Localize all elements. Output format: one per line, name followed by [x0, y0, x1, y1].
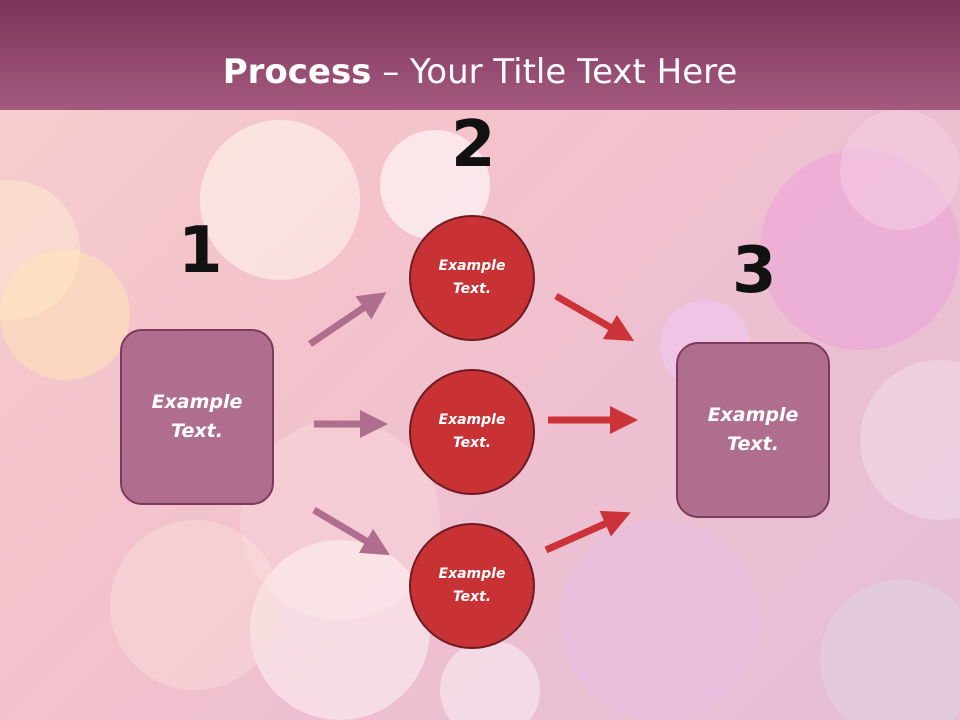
bokeh-light: [440, 640, 540, 720]
step-circle-middle-label: Example Text.: [438, 412, 506, 451]
arrow-from-top-circle: [554, 292, 635, 341]
step-circle-middle: Example Text.: [409, 369, 535, 495]
step-box-1: Example Text.: [120, 329, 274, 505]
bokeh-light: [110, 520, 280, 690]
step-box-1-label: Example Text.: [151, 391, 243, 442]
step-number-2: 2: [451, 108, 496, 182]
bokeh-light: [250, 540, 430, 720]
step-number-3: 3: [732, 234, 777, 308]
bokeh-light: [820, 580, 960, 720]
title-bold-word: Process: [222, 52, 372, 92]
title-bar: [0, 0, 960, 110]
bokeh-light: [0, 250, 130, 380]
bokeh-light: [840, 110, 960, 230]
title-rest: – Your Title Text Here: [371, 52, 738, 92]
step-number-1: 1: [178, 214, 223, 288]
step-circle-bottom-label: Example Text.: [438, 566, 506, 605]
arrow-from-bottom-circle: [544, 510, 631, 554]
arrow-to-top-circle: [308, 292, 387, 347]
step-circle-bottom: Example Text.: [409, 523, 535, 649]
arrow-to-bottom-circle: [312, 506, 391, 556]
page-title: Process – Your Title Text Here: [0, 52, 960, 92]
bokeh-light: [200, 120, 360, 280]
step-circle-top: Example Text.: [409, 215, 535, 341]
bokeh-light: [560, 520, 760, 720]
step-circle-top-label: Example Text.: [438, 258, 506, 297]
step-box-3-label: Example Text.: [707, 404, 799, 455]
step-box-3: Example Text.: [676, 342, 830, 518]
